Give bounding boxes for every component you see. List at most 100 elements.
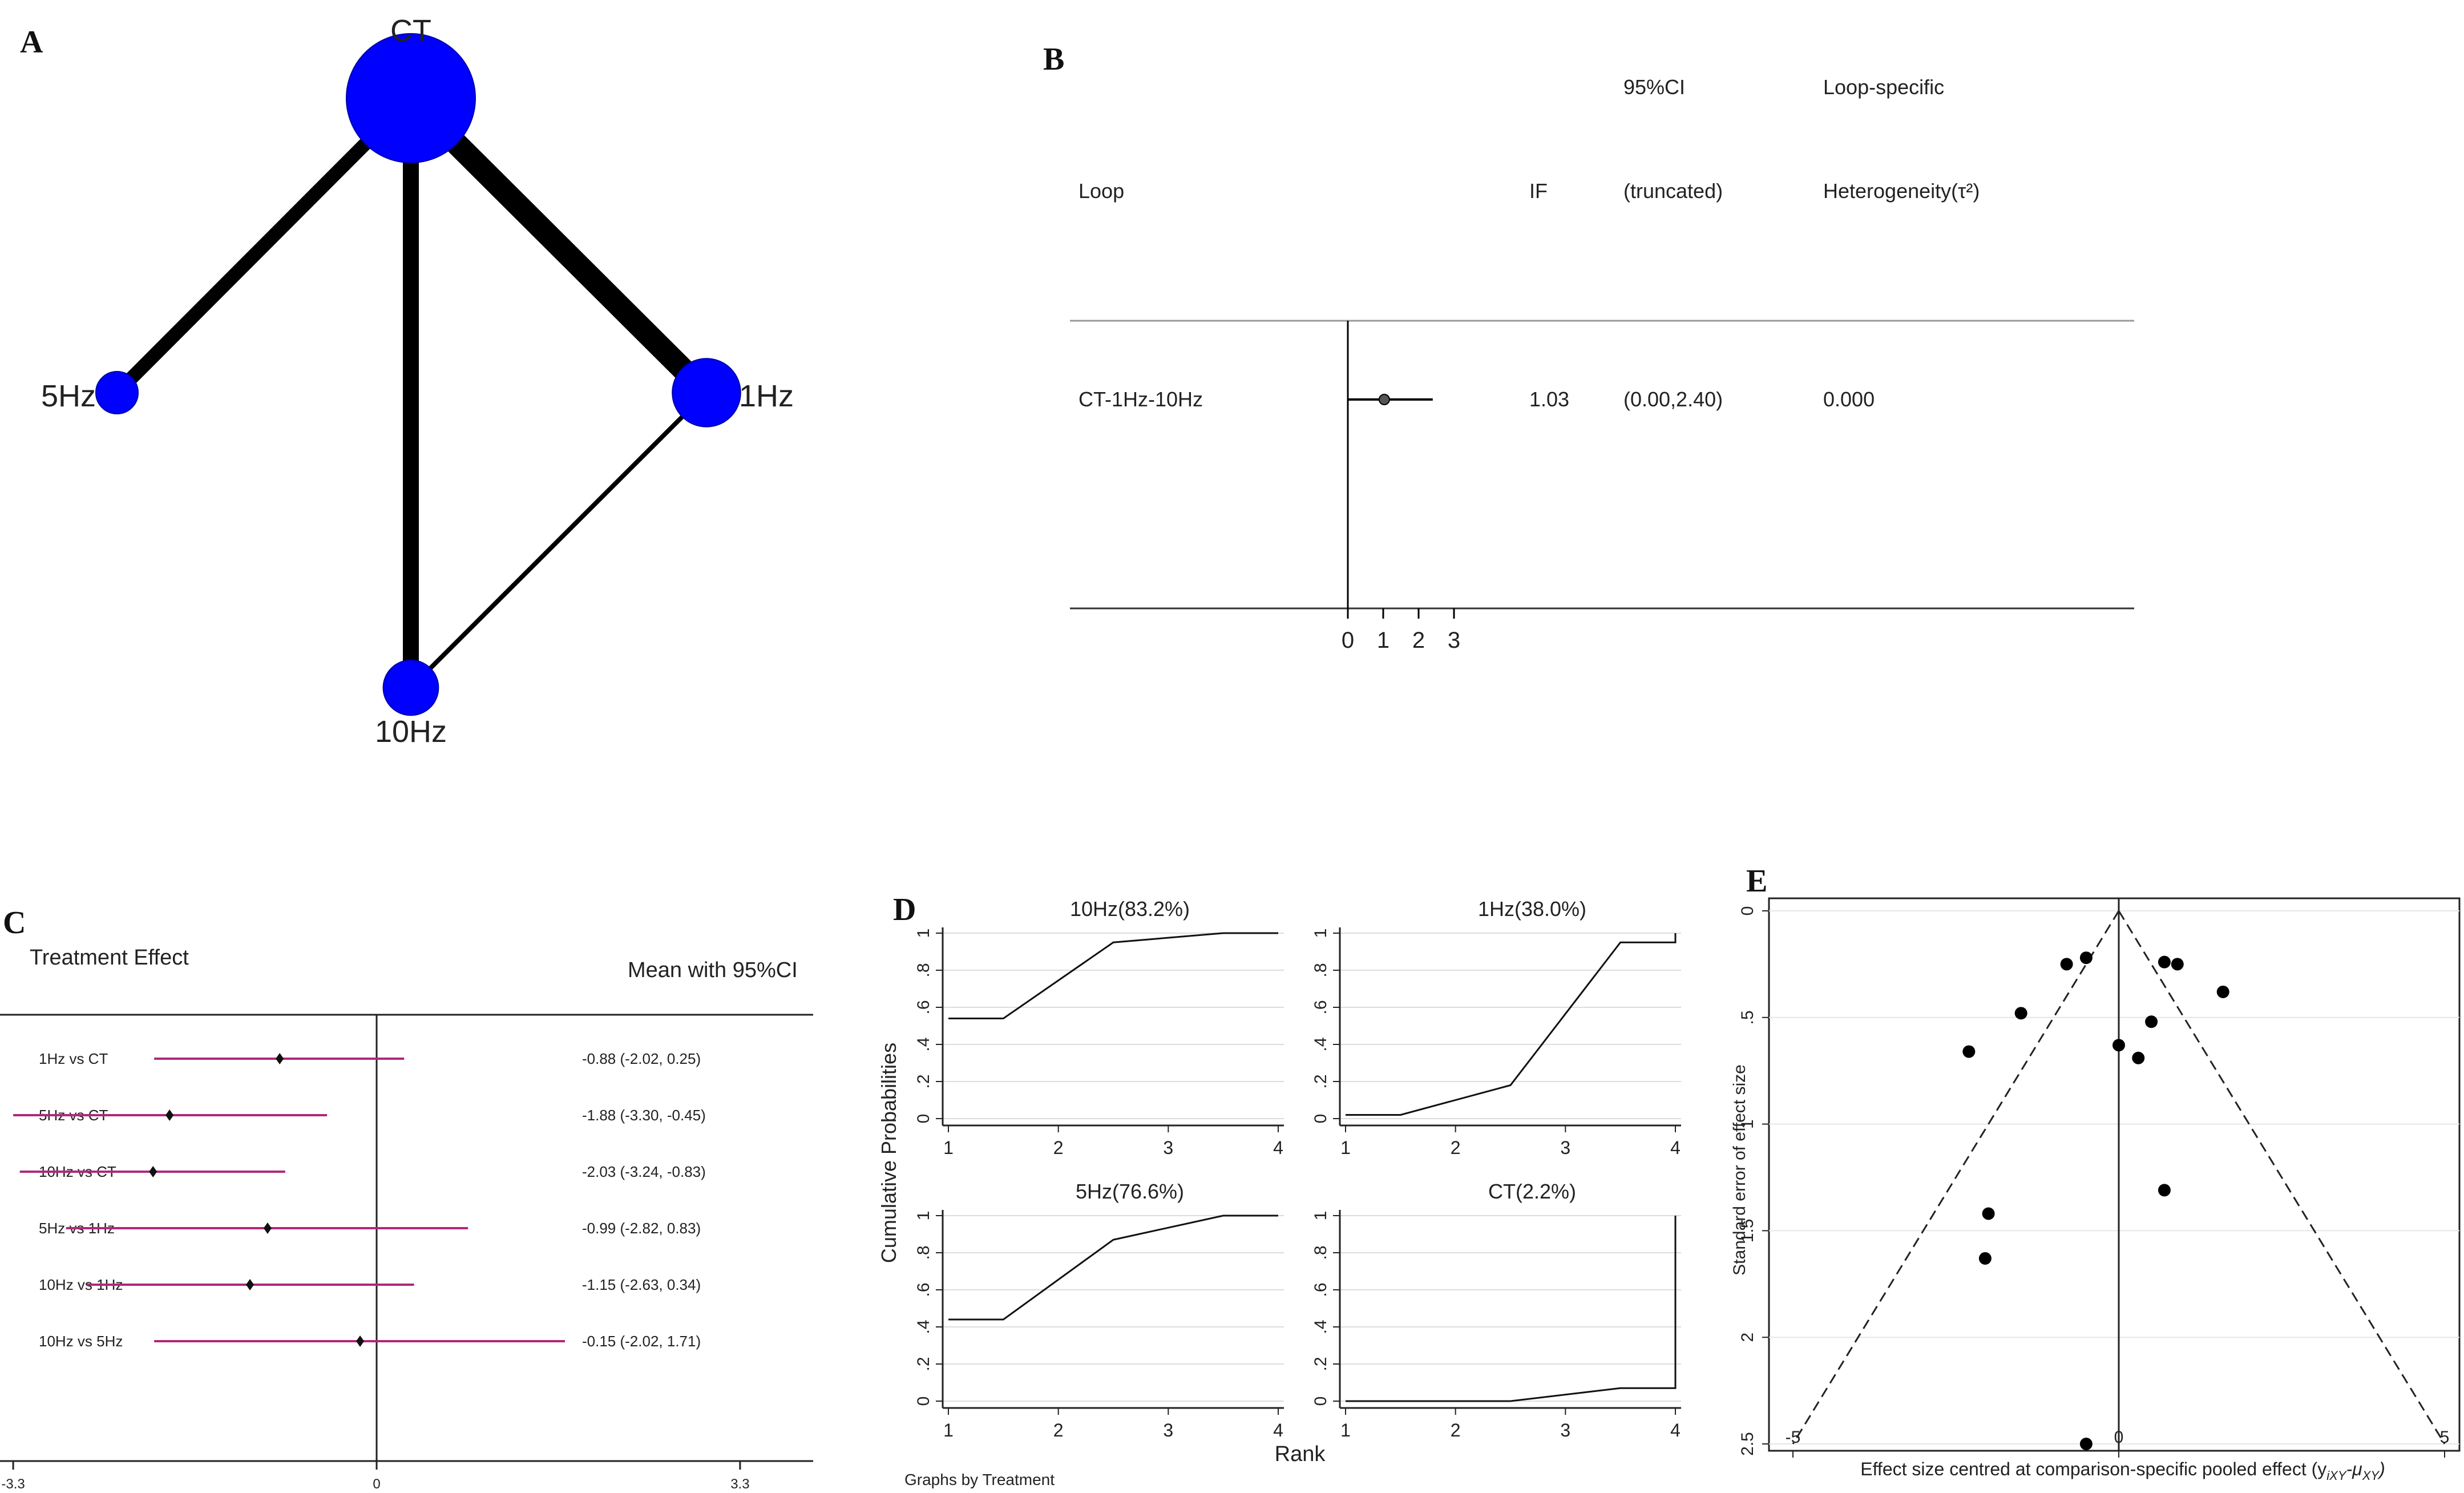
row-loop-label: CT-1Hz-10Hz (1078, 388, 1203, 411)
rank-x-tick-label: 3 (1163, 1420, 1173, 1440)
funnel-y-tick-label: 1 (1738, 1119, 1757, 1129)
rank-y-tick-label: .8 (914, 963, 933, 977)
panel-label-b: B (1043, 42, 1064, 77)
rank-y-tick-label: .2 (1311, 1357, 1330, 1371)
network-node (346, 33, 476, 163)
funnel-y-tick-label: 1.5 (1738, 1219, 1757, 1243)
rank-x-tick-label: 1 (943, 1137, 954, 1158)
funnel-x-axis-title: Effect size centred at comparison-specif… (1860, 1459, 2385, 1483)
forest-point (276, 1053, 284, 1064)
network-node-label: CT (390, 14, 431, 48)
funnel-point (2060, 958, 2073, 971)
forest-point (165, 1109, 174, 1121)
funnel-right-boundary (2118, 910, 2446, 1444)
rank-x-tick-label: 2 (1451, 1420, 1461, 1440)
funnel-point (1978, 1252, 1992, 1265)
rank-y-tick-label: 1 (1311, 1211, 1330, 1221)
forest-row-value: -1.15 (-2.63, 0.34) (582, 1276, 701, 1293)
panel-label-e: E (1746, 863, 1767, 899)
rank-series-line (1346, 1216, 1677, 1402)
rank-subplot-title: 1Hz(38.0%) (1478, 897, 1586, 921)
rank-series-line (948, 932, 1278, 1019)
forest-row-value: -1.88 (-3.30, -0.45) (582, 1107, 706, 1124)
row-ci-value: (0.00,2.40) (1623, 388, 1723, 411)
rank-y-tick-label: 0 (914, 1114, 933, 1124)
column-header-heterogeneity: Loop-specific (1823, 75, 1944, 99)
funnel-point (2132, 1051, 2145, 1064)
rank-subplot-title: CT(2.2%) (1488, 1180, 1576, 1203)
panel-label-d: D (893, 892, 916, 927)
rank-x-axis-title: Rank (1275, 1442, 1326, 1466)
rank-y-tick-label: .4 (914, 1320, 933, 1334)
x-tick-label: 1 (1377, 628, 1389, 653)
funnel-x-tick-label: 0 (2114, 1428, 2124, 1447)
network-edge (402, 90, 715, 401)
forest-row-value: -0.88 (-2.02, 0.25) (582, 1050, 701, 1067)
rank-x-tick-label: 4 (1670, 1137, 1681, 1158)
column-header-truncated: (truncated) (1623, 179, 1723, 203)
rank-x-tick-label: 3 (1560, 1137, 1570, 1158)
forest-point (246, 1279, 255, 1290)
rank-y-tick-label: 1 (1311, 929, 1330, 938)
funnel-x-tick-label: -5 (1786, 1428, 1801, 1447)
forest-row-value: -0.99 (-2.82, 0.83) (582, 1220, 701, 1237)
rank-x-tick-label: 2 (1451, 1137, 1461, 1158)
forest-row-value: -0.15 (-2.02, 1.71) (582, 1333, 701, 1350)
rank-y-tick-label: .6 (914, 1282, 933, 1297)
rank-y-tick-label: 0 (1311, 1114, 1330, 1124)
column-header-if: IF (1529, 179, 1548, 203)
funnel-x-tick-label: 5 (2440, 1428, 2450, 1447)
funnel-y-tick-label: 0 (1738, 906, 1757, 916)
rank-y-tick-label: 1 (914, 1211, 933, 1221)
panel-label-a: A (20, 25, 43, 60)
forest-title: Treatment Effect (30, 946, 189, 970)
rank-x-tick-label: 3 (1560, 1420, 1570, 1440)
rank-x-tick-label: 3 (1163, 1137, 1173, 1158)
forest-point (356, 1335, 365, 1347)
rank-x-tick-label: 4 (1273, 1420, 1283, 1440)
rank-y-tick-label: .8 (1311, 963, 1330, 977)
column-header-ci: 95%CI (1623, 75, 1685, 99)
if-point (1378, 394, 1390, 405)
rank-x-tick-label: 1 (1340, 1137, 1351, 1158)
forest-point (263, 1222, 272, 1234)
rank-y-tick-label: .4 (914, 1037, 933, 1051)
funnel-point (2216, 985, 2229, 998)
rank-y-tick-label: .2 (1311, 1074, 1330, 1088)
rank-x-tick-label: 1 (1340, 1420, 1351, 1440)
rank-y-tick-label: .4 (1311, 1037, 1330, 1051)
rank-x-tick-label: 1 (943, 1420, 954, 1440)
row-if-value: 1.03 (1529, 388, 1569, 411)
rank-subplot-title: 10Hz(83.2%) (1070, 897, 1190, 921)
rank-y-tick-label: .4 (1311, 1320, 1330, 1334)
column-header-tau: Heterogeneity(τ²) (1823, 179, 1980, 203)
funnel-y-axis-title: Standard error of effect size (1730, 1064, 1749, 1276)
funnel-point (2014, 1007, 2027, 1020)
network-edge (409, 391, 708, 689)
rank-y-tick-label: .6 (914, 1000, 933, 1014)
rank-y-tick-label: .8 (1311, 1245, 1330, 1260)
network-node-label: 1Hz (739, 379, 794, 413)
funnel-y-tick-label: 2.5 (1738, 1432, 1757, 1456)
rank-y-tick-label: .6 (1311, 1282, 1330, 1297)
rank-series-line (1346, 933, 1677, 1116)
funnel-point (2171, 958, 2184, 971)
rank-x-tick-label: 2 (1053, 1420, 1064, 1440)
forest-right-header: Mean with 95%CI (628, 958, 798, 982)
forest-row-label: 10Hz vs 5Hz (39, 1333, 123, 1350)
rank-y-tick-label: .2 (914, 1074, 933, 1088)
rank-series-line (948, 1214, 1278, 1321)
rank-y-tick-label: .8 (914, 1245, 933, 1260)
network-edge (112, 93, 416, 398)
rank-x-tick-label: 2 (1053, 1137, 1064, 1158)
funnel-point (2158, 1184, 2171, 1197)
x-tick-label: 0 (1342, 628, 1354, 653)
x-tick-label: 3 (1448, 628, 1460, 653)
forest-point (149, 1166, 157, 1177)
network-node (95, 371, 139, 414)
funnel-point (2158, 955, 2171, 969)
